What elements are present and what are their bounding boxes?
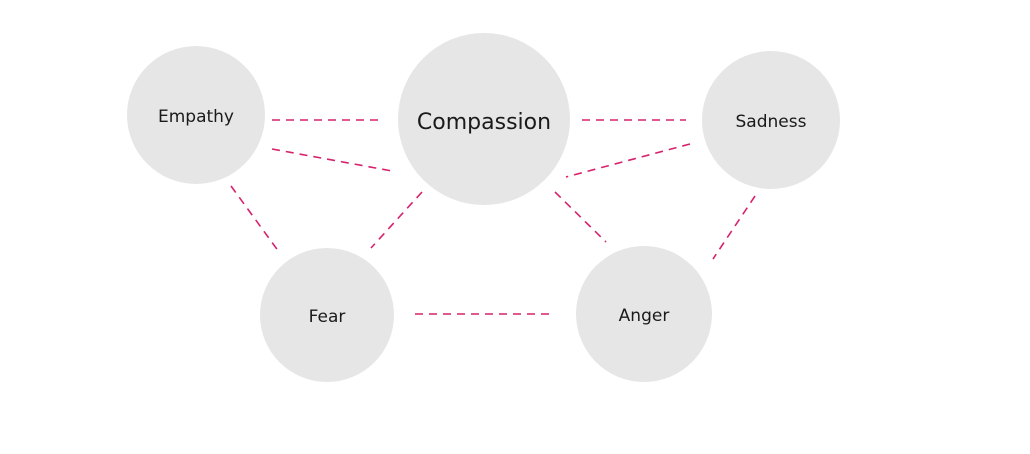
edge-compassion-anger <box>554 191 607 243</box>
node-empathy-circle <box>127 46 265 184</box>
node-compassion-circle <box>398 33 570 205</box>
node-fear[interactable]: Fear <box>260 248 394 382</box>
node-sadness-circle <box>702 51 840 189</box>
node-anger[interactable]: Anger <box>576 246 712 382</box>
node-fear-label: Fear <box>309 307 346 327</box>
node-empathy-label: Empathy <box>158 107 234 127</box>
node-layer: Empathy Compassion Sadness Fear Anger <box>127 33 840 382</box>
node-empathy[interactable]: Empathy <box>127 46 265 184</box>
edge-compassion-fear <box>370 191 423 249</box>
edge-sadness-compassion-lower <box>565 143 691 178</box>
node-anger-label: Anger <box>619 306 670 326</box>
edge-layer <box>230 119 756 315</box>
edge-sadness-anger <box>712 195 756 260</box>
node-sadness[interactable]: Sadness <box>702 51 840 189</box>
node-compassion[interactable]: Compassion <box>398 33 570 205</box>
node-sadness-label: Sadness <box>736 112 807 132</box>
edge-empathy-fear <box>230 185 280 253</box>
node-compassion-label: Compassion <box>417 110 551 135</box>
edge-empathy-compassion-lower <box>271 148 393 172</box>
node-fear-circle <box>260 248 394 382</box>
node-anger-circle <box>576 246 712 382</box>
